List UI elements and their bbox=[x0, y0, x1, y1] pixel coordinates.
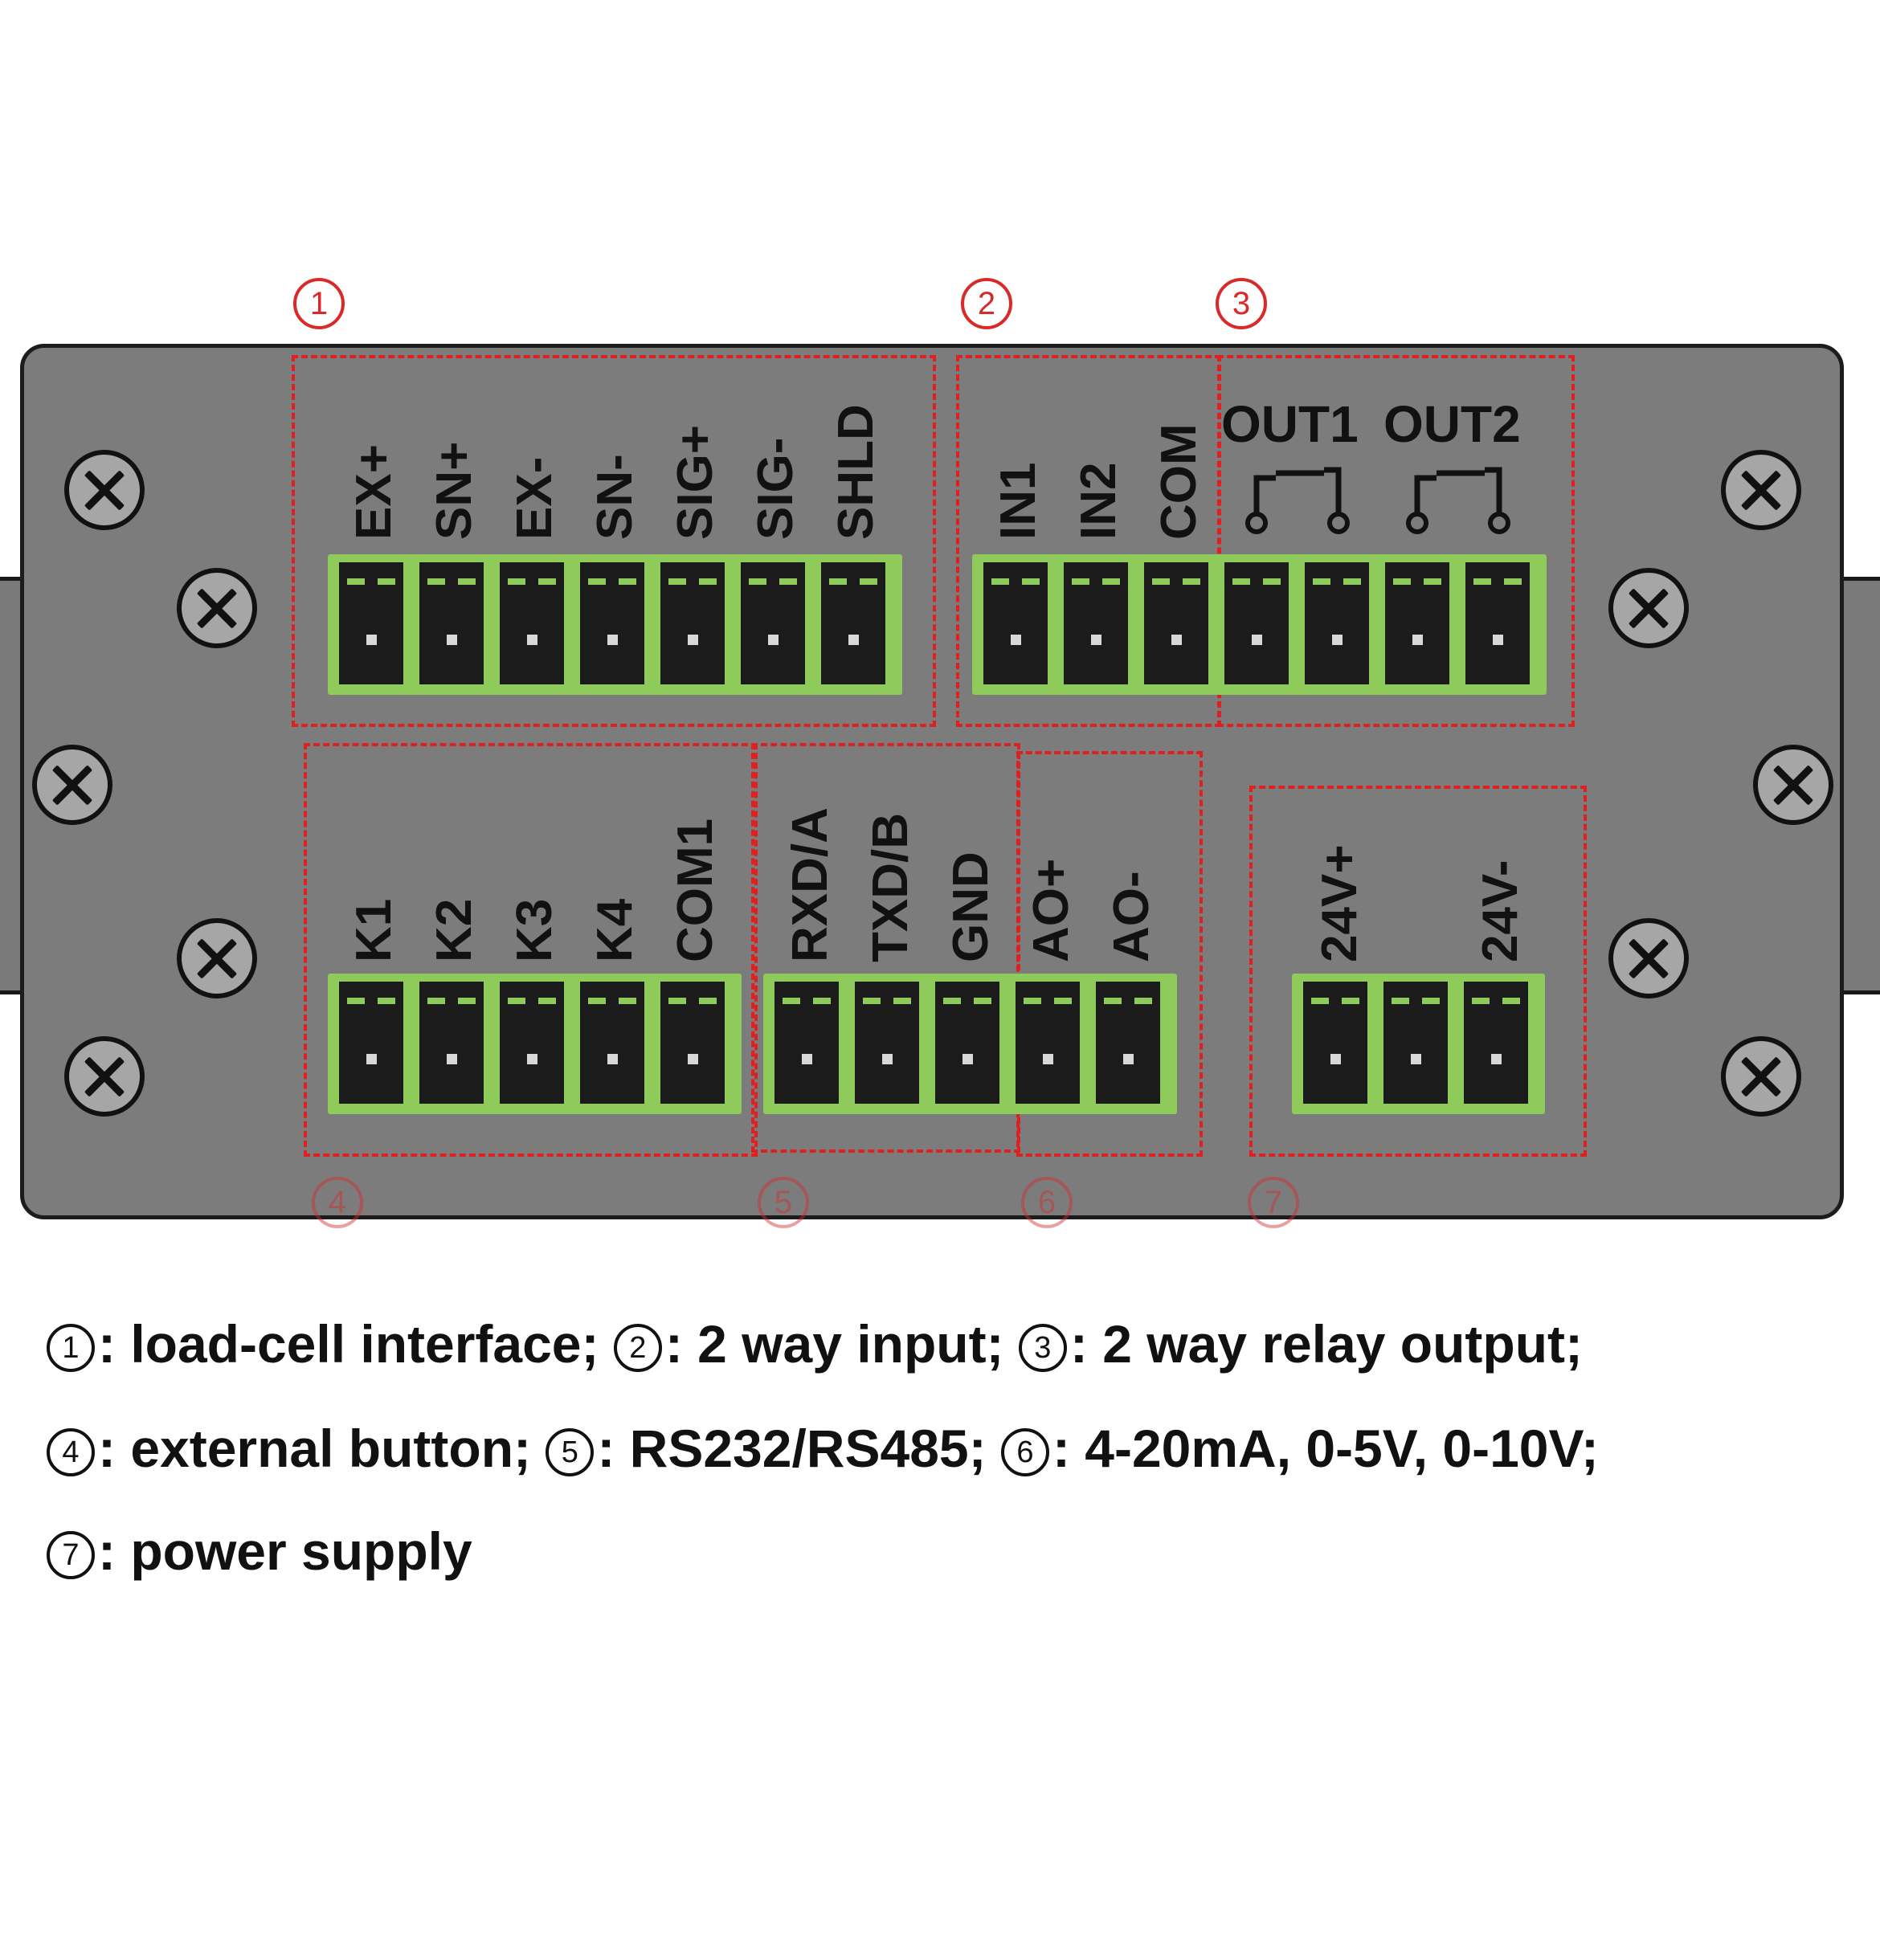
pin-label-gnd: GND bbox=[943, 851, 999, 962]
pin-label-sn-minus: SN- bbox=[587, 454, 643, 540]
relay-label-out1: OUT1 bbox=[1221, 395, 1359, 453]
callout-2: 2 bbox=[961, 278, 1012, 329]
pin-label-sig-plus: SIG+ bbox=[668, 424, 723, 540]
callout-7: 7 bbox=[1248, 1177, 1299, 1228]
pin-label-ao-minus: AO- bbox=[1104, 871, 1159, 962]
screw-icon bbox=[1608, 918, 1689, 998]
terminal-pin bbox=[419, 562, 484, 684]
legend-text: : power supply bbox=[98, 1521, 472, 1581]
screw-icon bbox=[177, 568, 257, 648]
group-outline-power bbox=[1249, 786, 1587, 1157]
pin-label-k4: K4 bbox=[587, 898, 643, 962]
terminal-pin bbox=[660, 562, 725, 684]
callout-4: 4 bbox=[312, 1177, 363, 1228]
pin-label-sn-plus: SN+ bbox=[427, 441, 482, 540]
pin-label-in1: IN1 bbox=[991, 462, 1046, 540]
legend-text: : 2 way input; bbox=[664, 1314, 1004, 1374]
legend-num: 4 bbox=[47, 1428, 95, 1476]
terminal-pin bbox=[1096, 982, 1160, 1104]
pin-label-txd-b: TXD/B bbox=[863, 813, 918, 962]
terminal-pin bbox=[580, 562, 644, 684]
callout-1: 1 bbox=[293, 278, 345, 329]
legend-text: : 2 way relay output; bbox=[1069, 1314, 1583, 1374]
group-outline-relay bbox=[1217, 355, 1575, 727]
callout-3: 3 bbox=[1216, 278, 1267, 329]
group-outline-buttons bbox=[304, 743, 758, 1157]
screw-icon bbox=[64, 450, 145, 530]
terminal-pin bbox=[1064, 562, 1128, 684]
legend-line-3: 7: power supply bbox=[47, 1525, 472, 1579]
terminal-pin bbox=[1385, 562, 1449, 684]
terminal-pin bbox=[500, 982, 564, 1104]
terminal-pin bbox=[774, 982, 839, 1104]
legend-text: : RS232/RS485; bbox=[597, 1419, 987, 1478]
screw-icon bbox=[1753, 745, 1833, 825]
legend-text: : 4-20mA, 0-5V, 0-10V; bbox=[1052, 1419, 1599, 1478]
screw-icon bbox=[1721, 1036, 1801, 1117]
terminal-block-power bbox=[1292, 974, 1545, 1114]
terminal-pin bbox=[983, 562, 1048, 684]
pin-label-24v-minus: 24V- bbox=[1473, 860, 1528, 962]
terminal-pin bbox=[935, 982, 999, 1104]
pin-label-rxd-a: RXD/A bbox=[783, 807, 838, 962]
terminal-pin bbox=[741, 562, 805, 684]
legend-num: 6 bbox=[1000, 1428, 1049, 1476]
legend-num: 3 bbox=[1018, 1324, 1067, 1372]
relay-contact-icon bbox=[1245, 467, 1350, 534]
pin-label-k3: K3 bbox=[507, 898, 562, 962]
pin-label-ex-minus: EX- bbox=[507, 456, 562, 540]
pin-label-shld: SHLD bbox=[828, 404, 884, 540]
terminal-pin bbox=[580, 982, 644, 1104]
pin-label-24v-plus: 24V+ bbox=[1312, 844, 1367, 962]
pin-label-com: COM bbox=[1151, 423, 1207, 540]
screw-icon bbox=[32, 745, 112, 825]
screw-icon bbox=[177, 918, 257, 998]
pin-label-k2: K2 bbox=[427, 898, 482, 962]
screw-icon bbox=[1721, 450, 1801, 530]
pin-label-in2: IN2 bbox=[1071, 462, 1126, 540]
terminal-pin bbox=[821, 562, 885, 684]
terminal-pin bbox=[1016, 982, 1080, 1104]
terminal-block-buttons bbox=[328, 974, 742, 1114]
terminal-pin bbox=[1305, 562, 1369, 684]
relay-label-out2: OUT2 bbox=[1383, 395, 1521, 453]
callout-6: 6 bbox=[1021, 1177, 1073, 1228]
group-outline-load-cell bbox=[292, 355, 936, 727]
pin-label-ao-plus: AO+ bbox=[1024, 858, 1079, 962]
terminal-pin bbox=[500, 562, 564, 684]
screw-icon bbox=[1608, 568, 1689, 648]
terminal-block-load-cell bbox=[328, 554, 902, 695]
terminal-pin bbox=[339, 982, 403, 1104]
legend-num: 5 bbox=[546, 1428, 595, 1476]
pin-label-k1: K1 bbox=[346, 898, 402, 962]
terminal-pin bbox=[419, 982, 484, 1104]
terminal-pin bbox=[1465, 562, 1530, 684]
terminal-pin bbox=[339, 562, 403, 684]
terminal-pin bbox=[1144, 562, 1208, 684]
relay-contact-icon bbox=[1406, 467, 1510, 534]
legend-text: : load-cell interface; bbox=[98, 1314, 599, 1374]
terminal-pin bbox=[1383, 982, 1448, 1104]
legend-line-1: 1: load-cell interface; 2: 2 way input; … bbox=[47, 1317, 1583, 1372]
terminal-pin bbox=[660, 982, 725, 1104]
pin-label-com1: COM1 bbox=[668, 818, 723, 962]
terminal-pin bbox=[1224, 562, 1289, 684]
terminal-block-comm-analog bbox=[763, 974, 1177, 1114]
legend-num: 1 bbox=[47, 1324, 95, 1372]
legend-num: 2 bbox=[613, 1324, 662, 1372]
group-outline-analog bbox=[1016, 751, 1203, 1157]
terminal-pin bbox=[855, 982, 919, 1104]
legend-text: : external button; bbox=[98, 1419, 531, 1478]
terminal-pin bbox=[1464, 982, 1528, 1104]
callout-5: 5 bbox=[758, 1177, 809, 1228]
legend-num: 7 bbox=[47, 1531, 95, 1579]
terminal-pin bbox=[1303, 982, 1367, 1104]
pin-label-sig-minus: SIG- bbox=[748, 437, 803, 540]
legend-line-2: 4: external button; 5: RS232/RS485; 6: 4… bbox=[47, 1422, 1599, 1476]
terminal-block-input-relay bbox=[972, 554, 1547, 695]
screw-icon bbox=[64, 1036, 145, 1117]
pin-label-ex-plus: EX+ bbox=[346, 444, 402, 540]
